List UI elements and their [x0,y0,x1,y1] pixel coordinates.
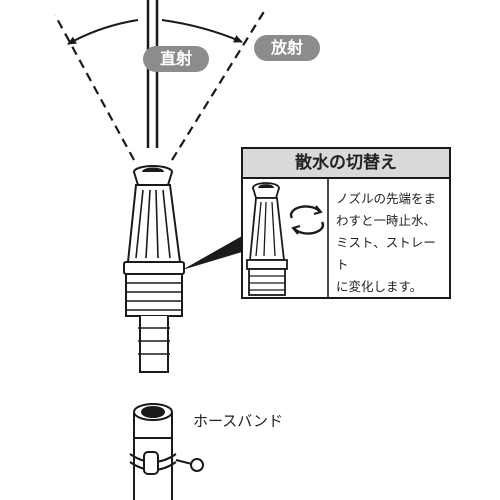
nozzle [123,165,185,373]
hose-band [129,451,204,475]
angle-arrows [67,19,243,45]
callout-title: 散水の切替え [295,153,397,173]
rotate-icon [289,205,325,235]
wide-spray-label: 放射 [254,35,320,61]
callout-body: ノズルの先端をま わすと一時止水、 ミスト、ストレート に変化します。 [336,188,448,298]
hose [133,403,173,500]
callout-nozzle [246,182,288,296]
spray-cone-lines [54,9,266,161]
callout-line: に変化します。 [336,279,423,294]
callout-pointer [182,236,242,270]
callout-line: わすと一時止水、 [336,213,437,228]
stream-lines [146,0,159,148]
hose-band-label: ホースバンド [193,412,284,430]
callout-line: ノズルの先端をま [336,191,437,206]
callout-line: ミスト、ストレート [336,235,436,272]
direct-spray-label: 直射 [143,46,209,72]
